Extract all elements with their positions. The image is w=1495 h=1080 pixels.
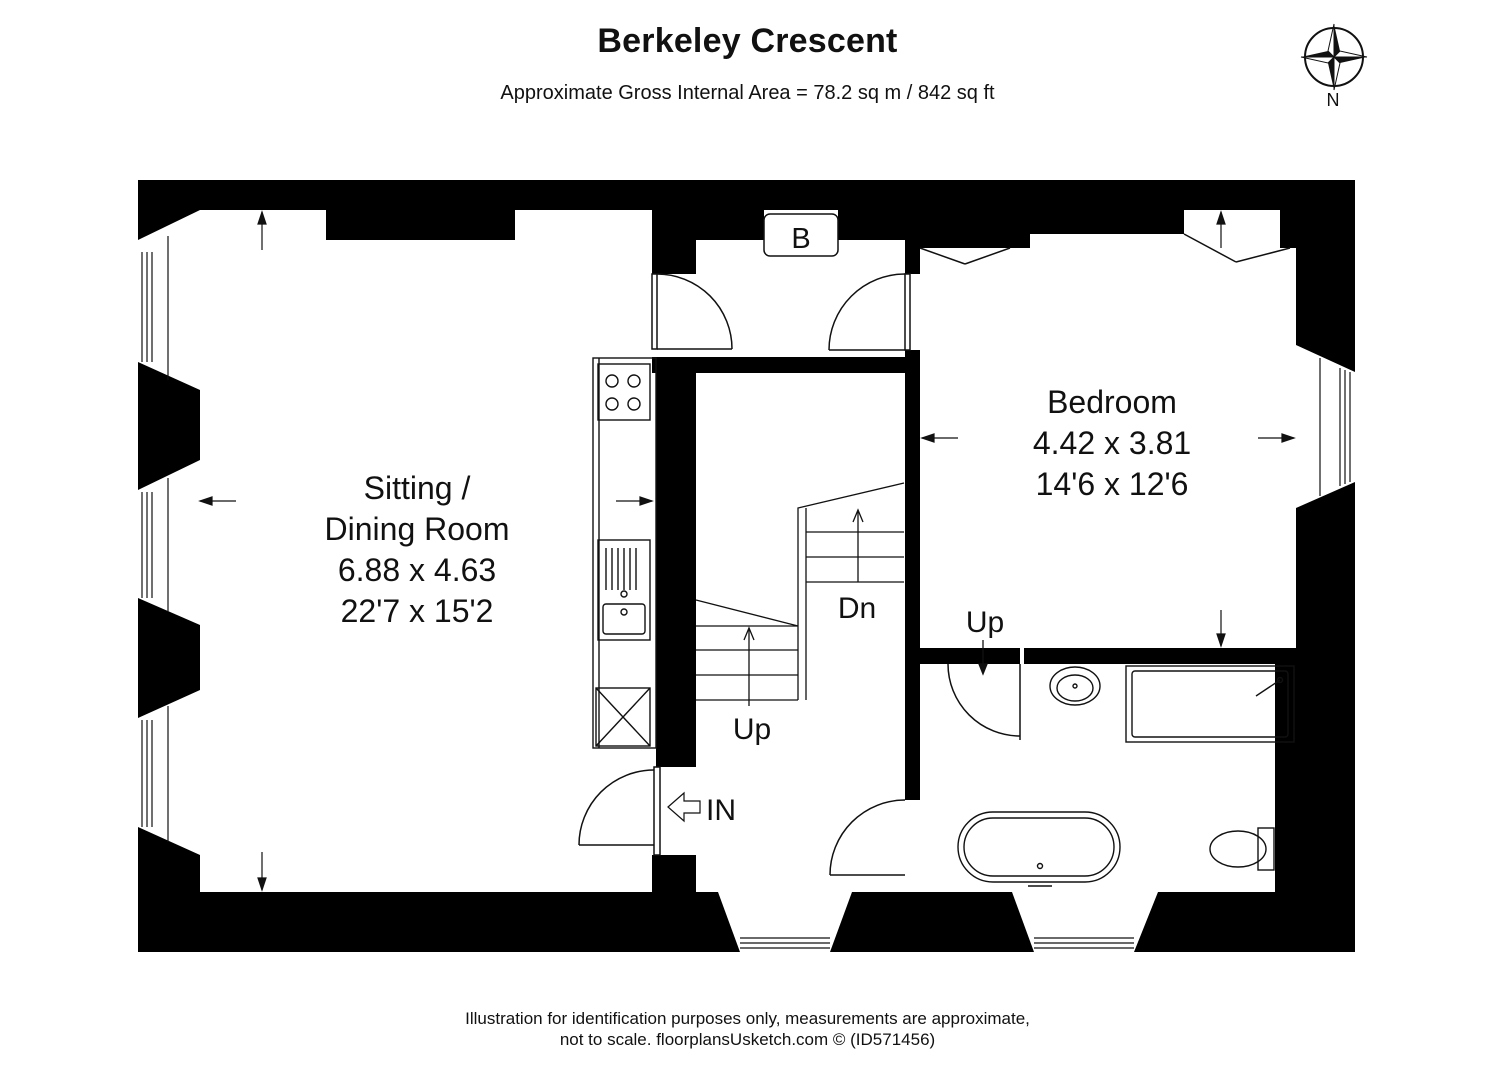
- chimney-breast: [326, 210, 515, 240]
- boiler-box: [763, 213, 839, 257]
- left-bay-windows: [138, 210, 200, 855]
- stairs-down-label: Dn: [838, 592, 876, 625]
- right-bay-window: [1296, 345, 1355, 508]
- doors: [578, 233, 1291, 876]
- gross-area-subtitle: Approximate Gross Internal Area = 78.2 s…: [500, 82, 995, 104]
- bathroom-fixtures: [957, 665, 1295, 887]
- sitting-room-metric: 6.88 x 4.63: [338, 552, 496, 588]
- sitting-room-name-line1: Sitting /: [364, 470, 471, 506]
- disclaimer-line2: not to scale. floorplansUsketch.com © (I…: [559, 1030, 936, 1049]
- kitchen-run: [592, 357, 657, 749]
- staircase: [695, 482, 905, 706]
- dimension-arrows: [198, 210, 1296, 892]
- stairs-up-hall-label: Up: [733, 713, 771, 746]
- stairs-up-bedroom-label: Up: [966, 606, 1004, 639]
- bottom-bay-windows: [718, 892, 1158, 952]
- interior-walls: [652, 210, 1355, 892]
- bedroom-name: Bedroom: [1047, 384, 1177, 420]
- disclaimer-line1: Illustration for identification purposes…: [465, 1009, 1030, 1028]
- bedroom-metric: 4.42 x 3.81: [1033, 425, 1191, 461]
- outer-walls: [138, 180, 1355, 952]
- entrance-label: IN: [706, 794, 736, 827]
- plan-title: Berkeley Crescent: [597, 22, 898, 60]
- sitting-room-name-line2: Dining Room: [325, 511, 510, 547]
- disclaimer: Illustration for identification purposes…: [0, 1008, 1495, 1050]
- boiler-label: B: [791, 223, 810, 255]
- sitting-room-imperial: 22'7 x 15'2: [341, 593, 494, 629]
- bedroom-up-arrow: [978, 640, 988, 676]
- entrance-arrow-icon: [667, 791, 701, 823]
- compass-icon: [1300, 23, 1368, 91]
- bedroom-imperial: 14'6 x 12'6: [1036, 466, 1189, 502]
- compass-north-label: N: [1327, 90, 1340, 110]
